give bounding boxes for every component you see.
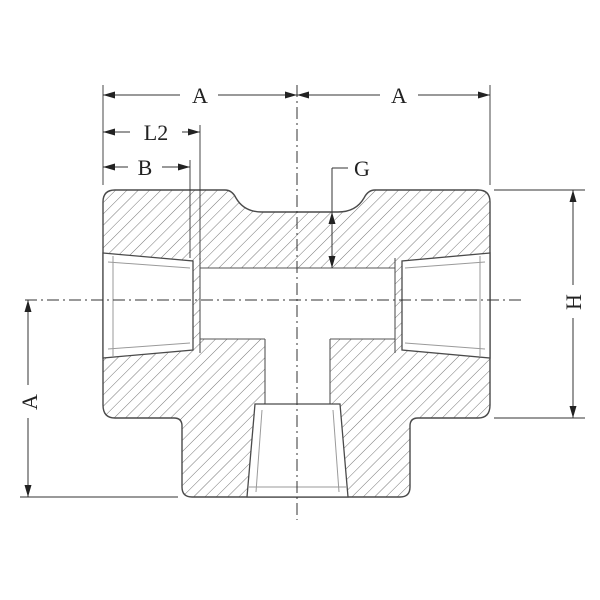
dim-a-right-arrow-end <box>478 91 490 99</box>
dim-g-label: G <box>354 156 370 181</box>
dim-b-label: B <box>138 155 153 180</box>
dim-l2-arrow-start <box>103 128 115 136</box>
bottom-threaded-socket <box>246 403 349 498</box>
dim-a-vertical-arrow-top <box>24 300 32 312</box>
dim-a-right-arrow-start <box>297 91 309 99</box>
right-threaded-socket <box>401 252 491 359</box>
dim-g-arrow-bottom <box>328 256 336 268</box>
left-threaded-socket <box>102 252 194 359</box>
dim-a-left-arrow-end <box>285 91 297 99</box>
right-socket-thread-bottom <box>404 342 486 350</box>
bottom-socket-thread-right <box>332 409 340 493</box>
dim-a-vertical-arrow-bottom <box>24 485 32 497</box>
bottom-socket-thread-left <box>255 409 263 493</box>
dim-g-arrow-top <box>328 212 336 224</box>
dim-a-vertical-label: A <box>17 394 42 410</box>
dim-h-arrow-top <box>569 190 577 202</box>
dim-b-arrow-start <box>103 163 115 171</box>
dim-b-arrow-end <box>178 163 190 171</box>
right-socket-thread-top <box>404 261 486 269</box>
dim-h-label: H <box>561 294 586 310</box>
dim-l2-arrow-end <box>188 128 200 136</box>
dim-a-right-label: A <box>391 83 407 108</box>
dim-h-arrow-bottom <box>569 406 577 418</box>
dim-a-left-arrow-start <box>103 91 115 99</box>
left-socket-thread-top <box>107 261 191 269</box>
dim-a-left-label: A <box>192 83 208 108</box>
left-socket-thread-bottom <box>107 342 191 350</box>
dim-l2-label: L2 <box>144 120 168 145</box>
